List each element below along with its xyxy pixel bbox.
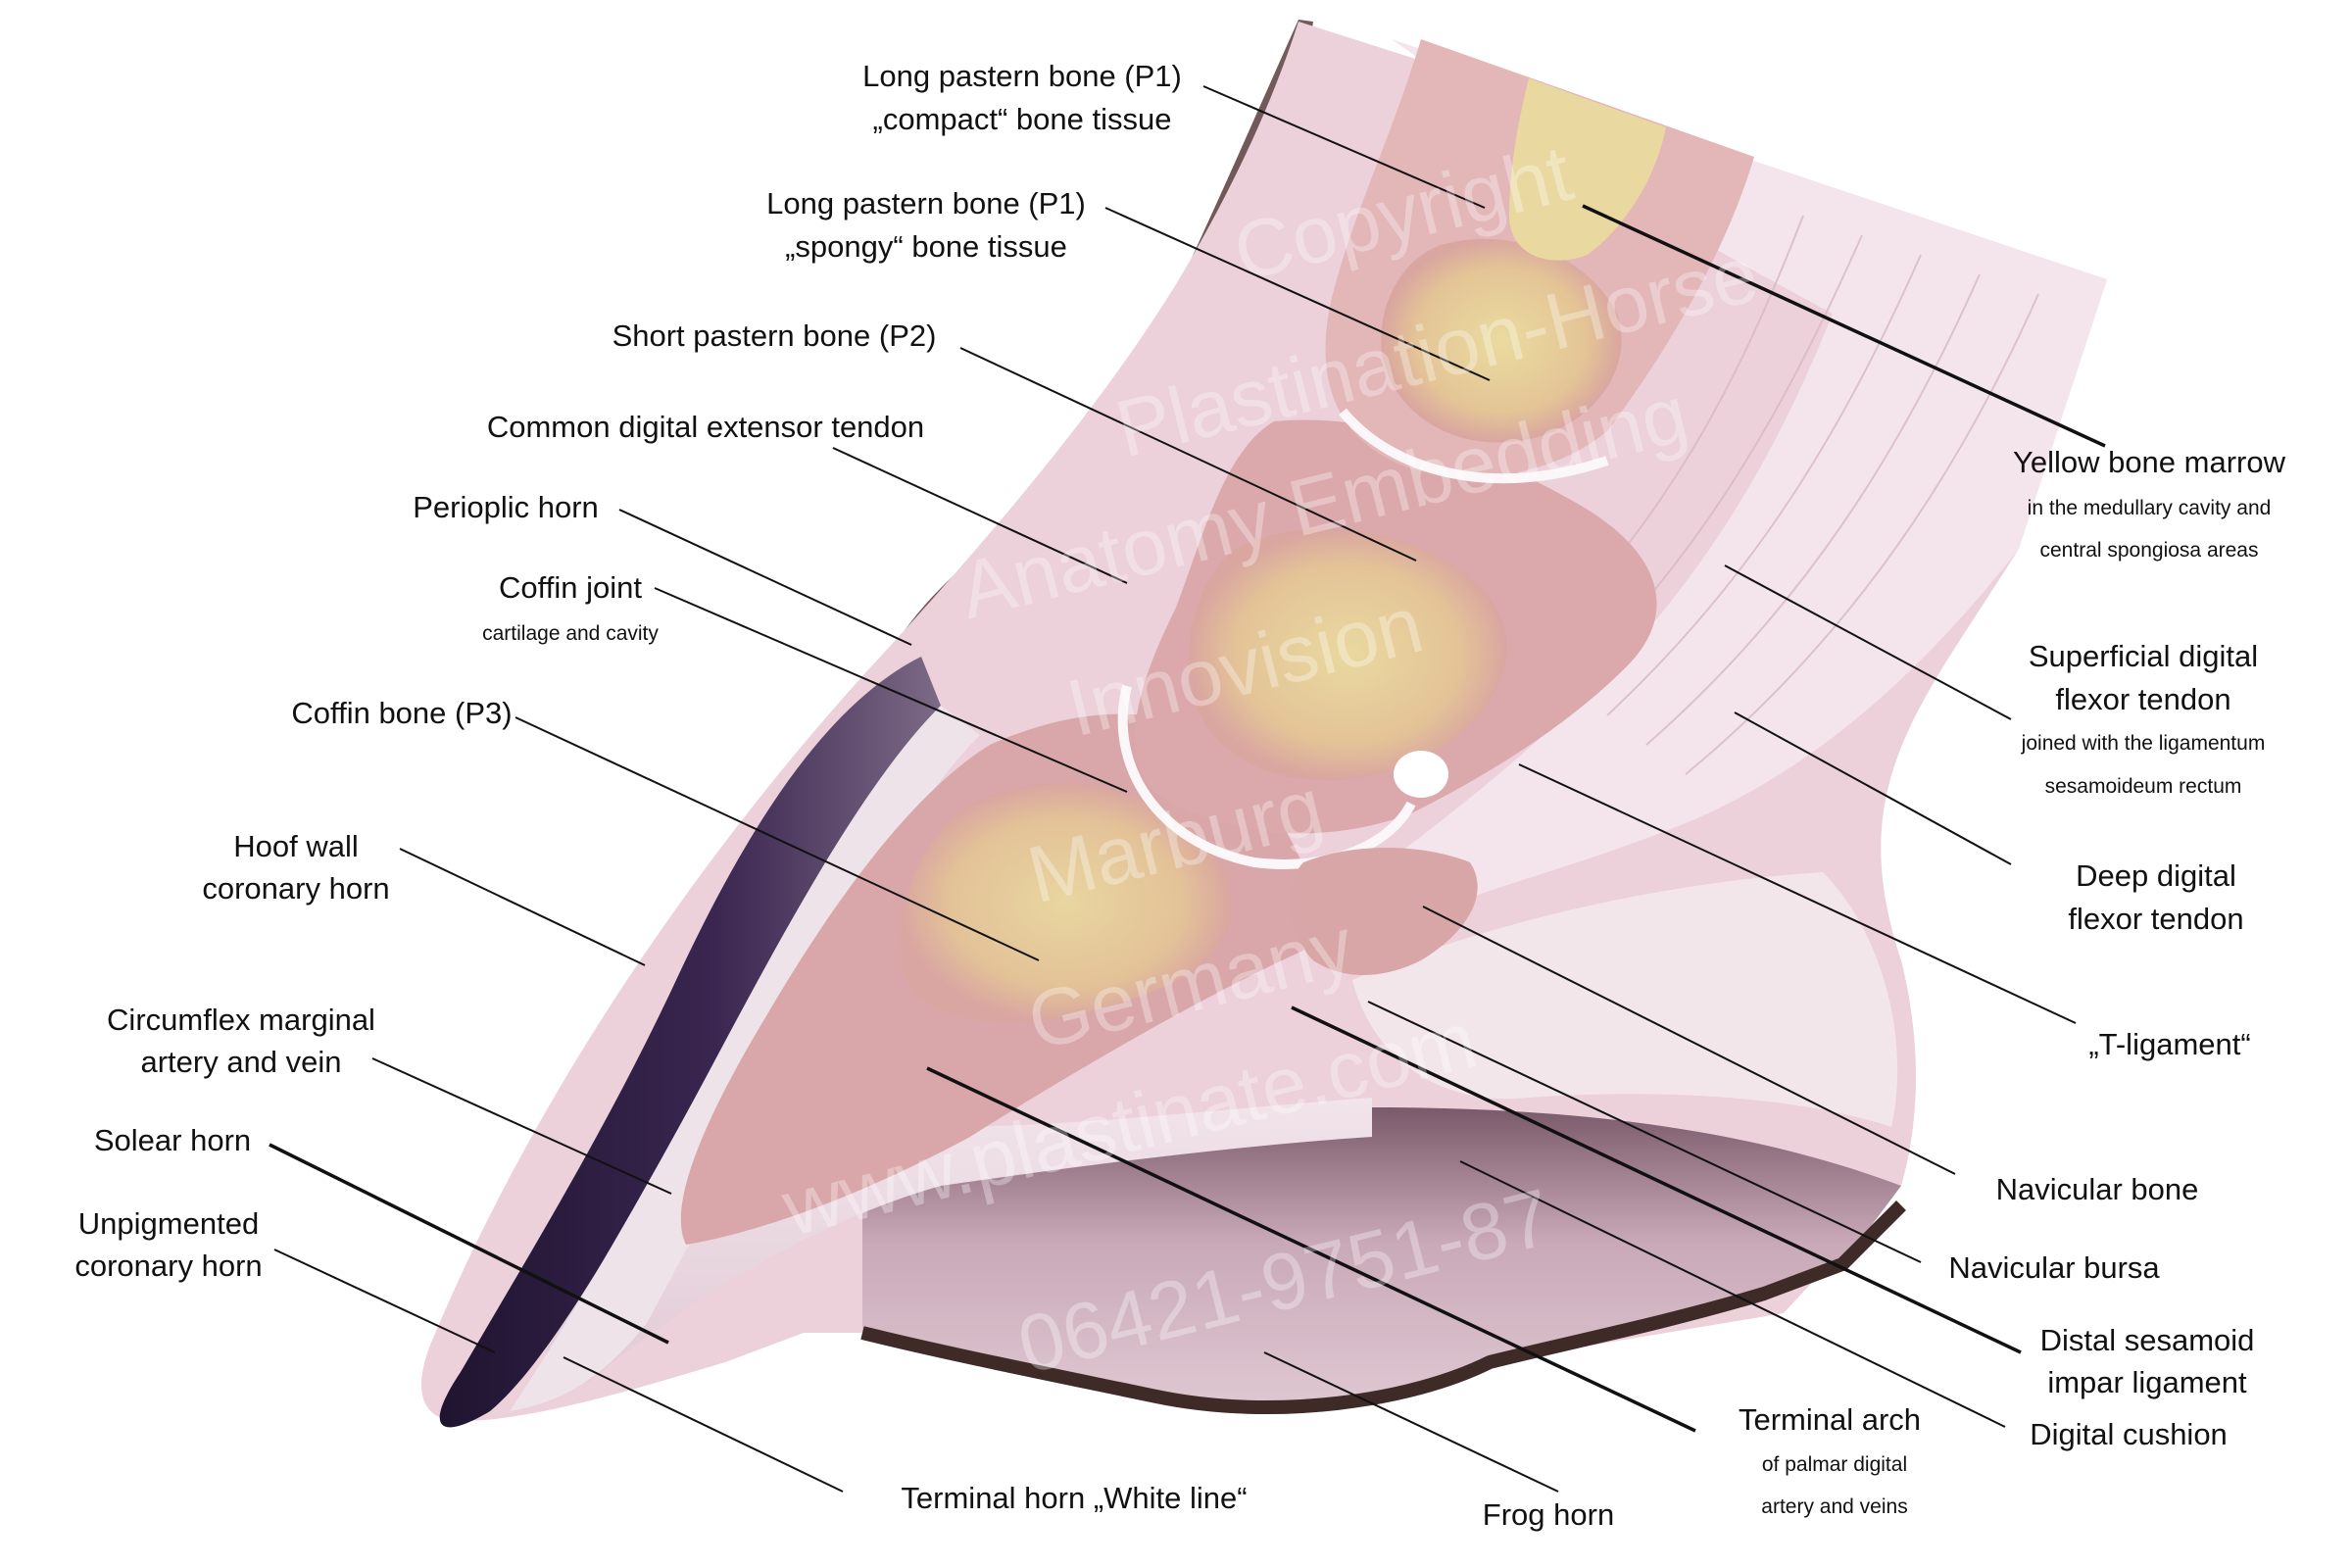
leader-circumflex — [371, 1057, 672, 1195]
label-coffin-joint: Coffin joint — [499, 570, 642, 605]
leader-sdft — [1724, 564, 2012, 720]
leader-t-lig — [1518, 763, 2077, 1024]
leader-p1-spongy — [1104, 207, 1491, 381]
label-impar-line2: impar ligament — [2047, 1365, 2247, 1399]
label-coffin-joint-sub: cartilage and cavity — [482, 622, 659, 645]
label-hoof-wall-line1: Hoof wall — [233, 829, 359, 863]
coffin-bone-marrow — [900, 783, 1233, 1023]
label-sdft-sub1: joined with the ligamentum — [2021, 732, 2266, 755]
label-circumflex-line1: Circumflex marginal — [107, 1003, 375, 1037]
leader-ddft — [1734, 711, 2012, 865]
long-pastern-marrow — [1381, 238, 1622, 443]
leader-p1-compact — [1202, 85, 1486, 209]
navicular-bone-shape — [1290, 848, 1478, 975]
label-ddft-line1: Deep digital — [2076, 858, 2236, 893]
label-p2: Short pastern bone (P2) — [612, 318, 937, 353]
short-pastern-marrow — [1189, 528, 1507, 781]
leader-coffin-bone — [514, 716, 1040, 961]
leader-extensor — [832, 447, 1128, 584]
label-ddft-line2: flexor tendon — [2068, 902, 2244, 936]
label-p1-spongy-line2: „spongy“ bone tissue — [785, 229, 1067, 264]
leader-coffin-joint — [654, 587, 1128, 793]
label-extensor: Common digital extensor tendon — [486, 410, 925, 444]
navicular-bursa-space — [1394, 751, 1448, 798]
leader-nav-bone — [1422, 906, 1956, 1175]
pastern-joint-line — [1339, 408, 1609, 484]
label-p1-spongy-line1: Long pastern bone (P1) — [766, 186, 1086, 220]
frog-edge — [860, 1200, 1906, 1415]
frog-horn-shape — [862, 1107, 1901, 1408]
label-p1-compact-line2: „compact“ bone tissue — [872, 102, 1172, 136]
label-solear: Solear horn — [93, 1123, 252, 1157]
leader-marrow — [1582, 204, 2106, 448]
label-white-line: Terminal horn „White line“ — [901, 1481, 1248, 1515]
label-impar-line1: Distal sesamoid — [2039, 1323, 2255, 1357]
leader-nav-bursa — [1367, 1001, 1922, 1263]
label-unpigmented-line2: coronary horn — [74, 1249, 263, 1283]
label-terminal-arch-sub1: of palmar digital — [1761, 1453, 1908, 1476]
label-marrow-sub1: in the medullary cavity and — [2027, 497, 2272, 519]
label-t-lig: „T-ligament“ — [2088, 1027, 2251, 1061]
leader-hoof-wall — [399, 848, 646, 966]
label-sdft-sub2: sesamoideum rectum — [2044, 775, 2242, 798]
label-unpigmented-line1: Unpigmented — [77, 1206, 260, 1241]
leader-perioplic — [618, 509, 912, 646]
leader-lines — [269, 85, 2106, 1493]
long-pastern-medullary — [1509, 78, 1666, 261]
label-nav-bone: Navicular bone — [1995, 1172, 2199, 1206]
label-coffin-bone: Coffin bone (P3) — [291, 696, 513, 730]
label-sdft-line1: Superficial digital — [2028, 639, 2259, 673]
label-p1-compact-line1: Long pastern bone (P1) — [862, 59, 1182, 93]
hoof-wall-shape — [439, 657, 941, 1428]
label-perioplic: Perioplic horn — [413, 490, 599, 524]
label-nav-bursa: Navicular bursa — [1948, 1250, 2160, 1285]
label-terminal-arch-sub2: artery and veins — [1761, 1495, 1908, 1518]
leader-p2 — [959, 347, 1417, 562]
leader-white-line — [563, 1356, 844, 1493]
coffin-joint-line — [1117, 684, 1416, 869]
label-circumflex-line2: artery and vein — [140, 1045, 342, 1079]
digital-cushion-shape — [1352, 872, 1898, 1127]
leader-terminal-arch — [926, 1066, 1696, 1433]
label-marrow-sub2: central spongiosa areas — [2039, 539, 2259, 562]
flexor-tendons — [1333, 39, 2107, 911]
label-frog-horn: Frog horn — [1482, 1497, 1615, 1532]
leader-unpigmented — [273, 1249, 496, 1353]
label-hoof-wall-line2: coronary horn — [202, 871, 390, 906]
label-sdft-line2: flexor tendon — [2055, 682, 2231, 716]
label-marrow-line1: Yellow bone marrow — [2012, 445, 2286, 479]
leader-digital-cushion — [1459, 1160, 2006, 1428]
leader-solear — [269, 1143, 669, 1345]
leader-impar — [1291, 1005, 2022, 1354]
leader-frog-horn — [1263, 1351, 1559, 1493]
label-digital-cushion: Digital cushion — [2030, 1417, 2228, 1451]
label-terminal-arch: Terminal arch — [1738, 1402, 1922, 1437]
